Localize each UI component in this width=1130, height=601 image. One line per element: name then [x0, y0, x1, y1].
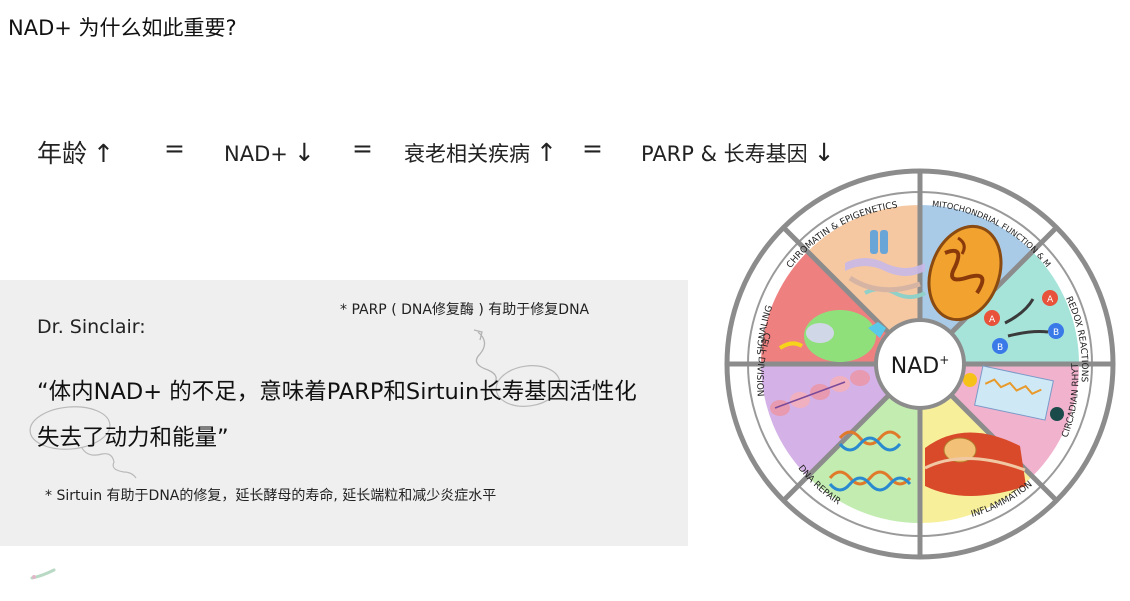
arrow-up-icon: ↑ — [536, 138, 557, 167]
equation-term-disease: 衰老相关疾病↑ — [404, 138, 557, 167]
dna-repair-illustration — [828, 430, 912, 492]
quote-panel: * PARP ( DNA修复酶 ) 有助于修复DNA Dr. Sinclair:… — [0, 280, 688, 546]
equation-term-nad: NAD+↓ — [224, 138, 315, 167]
swoosh-logo-icon — [30, 568, 56, 580]
nad-center-circle — [874, 318, 966, 410]
chromatin-illustration — [845, 230, 926, 299]
sketch-doodles — [29, 329, 561, 479]
svg-text:A: A — [989, 315, 996, 325]
svg-text:B: B — [1053, 328, 1059, 338]
arrow-up-icon: ↑ — [93, 139, 114, 168]
equation-row: 年龄↑ = NAD+↓ = 衰老相关疾病↑ = PARP & 长寿基因↓ — [0, 134, 860, 174]
svg-text:A: A — [1047, 295, 1054, 305]
equation-term-parp: PARP & 长寿基因↓ — [641, 138, 835, 167]
equation-term-age: 年龄↑ — [37, 139, 114, 168]
sirtuin-note: * Sirtuin 有助于DNA的修复，延长酵母的寿命, 延长端粒和减少炎症水平 — [45, 488, 497, 504]
segment-redox — [920, 251, 1079, 364]
redox-illustration: A A B B — [984, 290, 1064, 354]
mitochondrion-illustration — [927, 224, 1003, 322]
circadian-illustration — [963, 365, 1064, 421]
equals-sign: = — [164, 134, 185, 163]
svg-text:B: B — [997, 343, 1003, 353]
quote-text-line-1: “体内NAD+ 的不足，意味着PARP和Sirtuin长寿基因活性化 — [37, 379, 637, 405]
quote-text-line-2: 失去了动力和能量” — [37, 425, 229, 451]
page-title: NAD+ 为什么如此重要? — [8, 16, 237, 40]
nad-function-wheel: A A B B N — [720, 168, 1116, 560]
arrow-down-icon: ↓ — [813, 138, 835, 167]
arrow-down-icon: ↓ — [293, 138, 315, 167]
equals-sign: = — [582, 134, 603, 163]
parp-note: * PARP ( DNA修复酶 ) 有助于修复DNA — [340, 302, 590, 318]
equals-sign: = — [352, 134, 373, 163]
quote-author: Dr. Sinclair: — [37, 316, 146, 338]
cell-division-illustration — [770, 370, 870, 416]
inflammation-illustration — [924, 432, 1026, 496]
nad-center-label: NAD+ — [891, 353, 950, 379]
signaling-illustration — [778, 310, 886, 362]
